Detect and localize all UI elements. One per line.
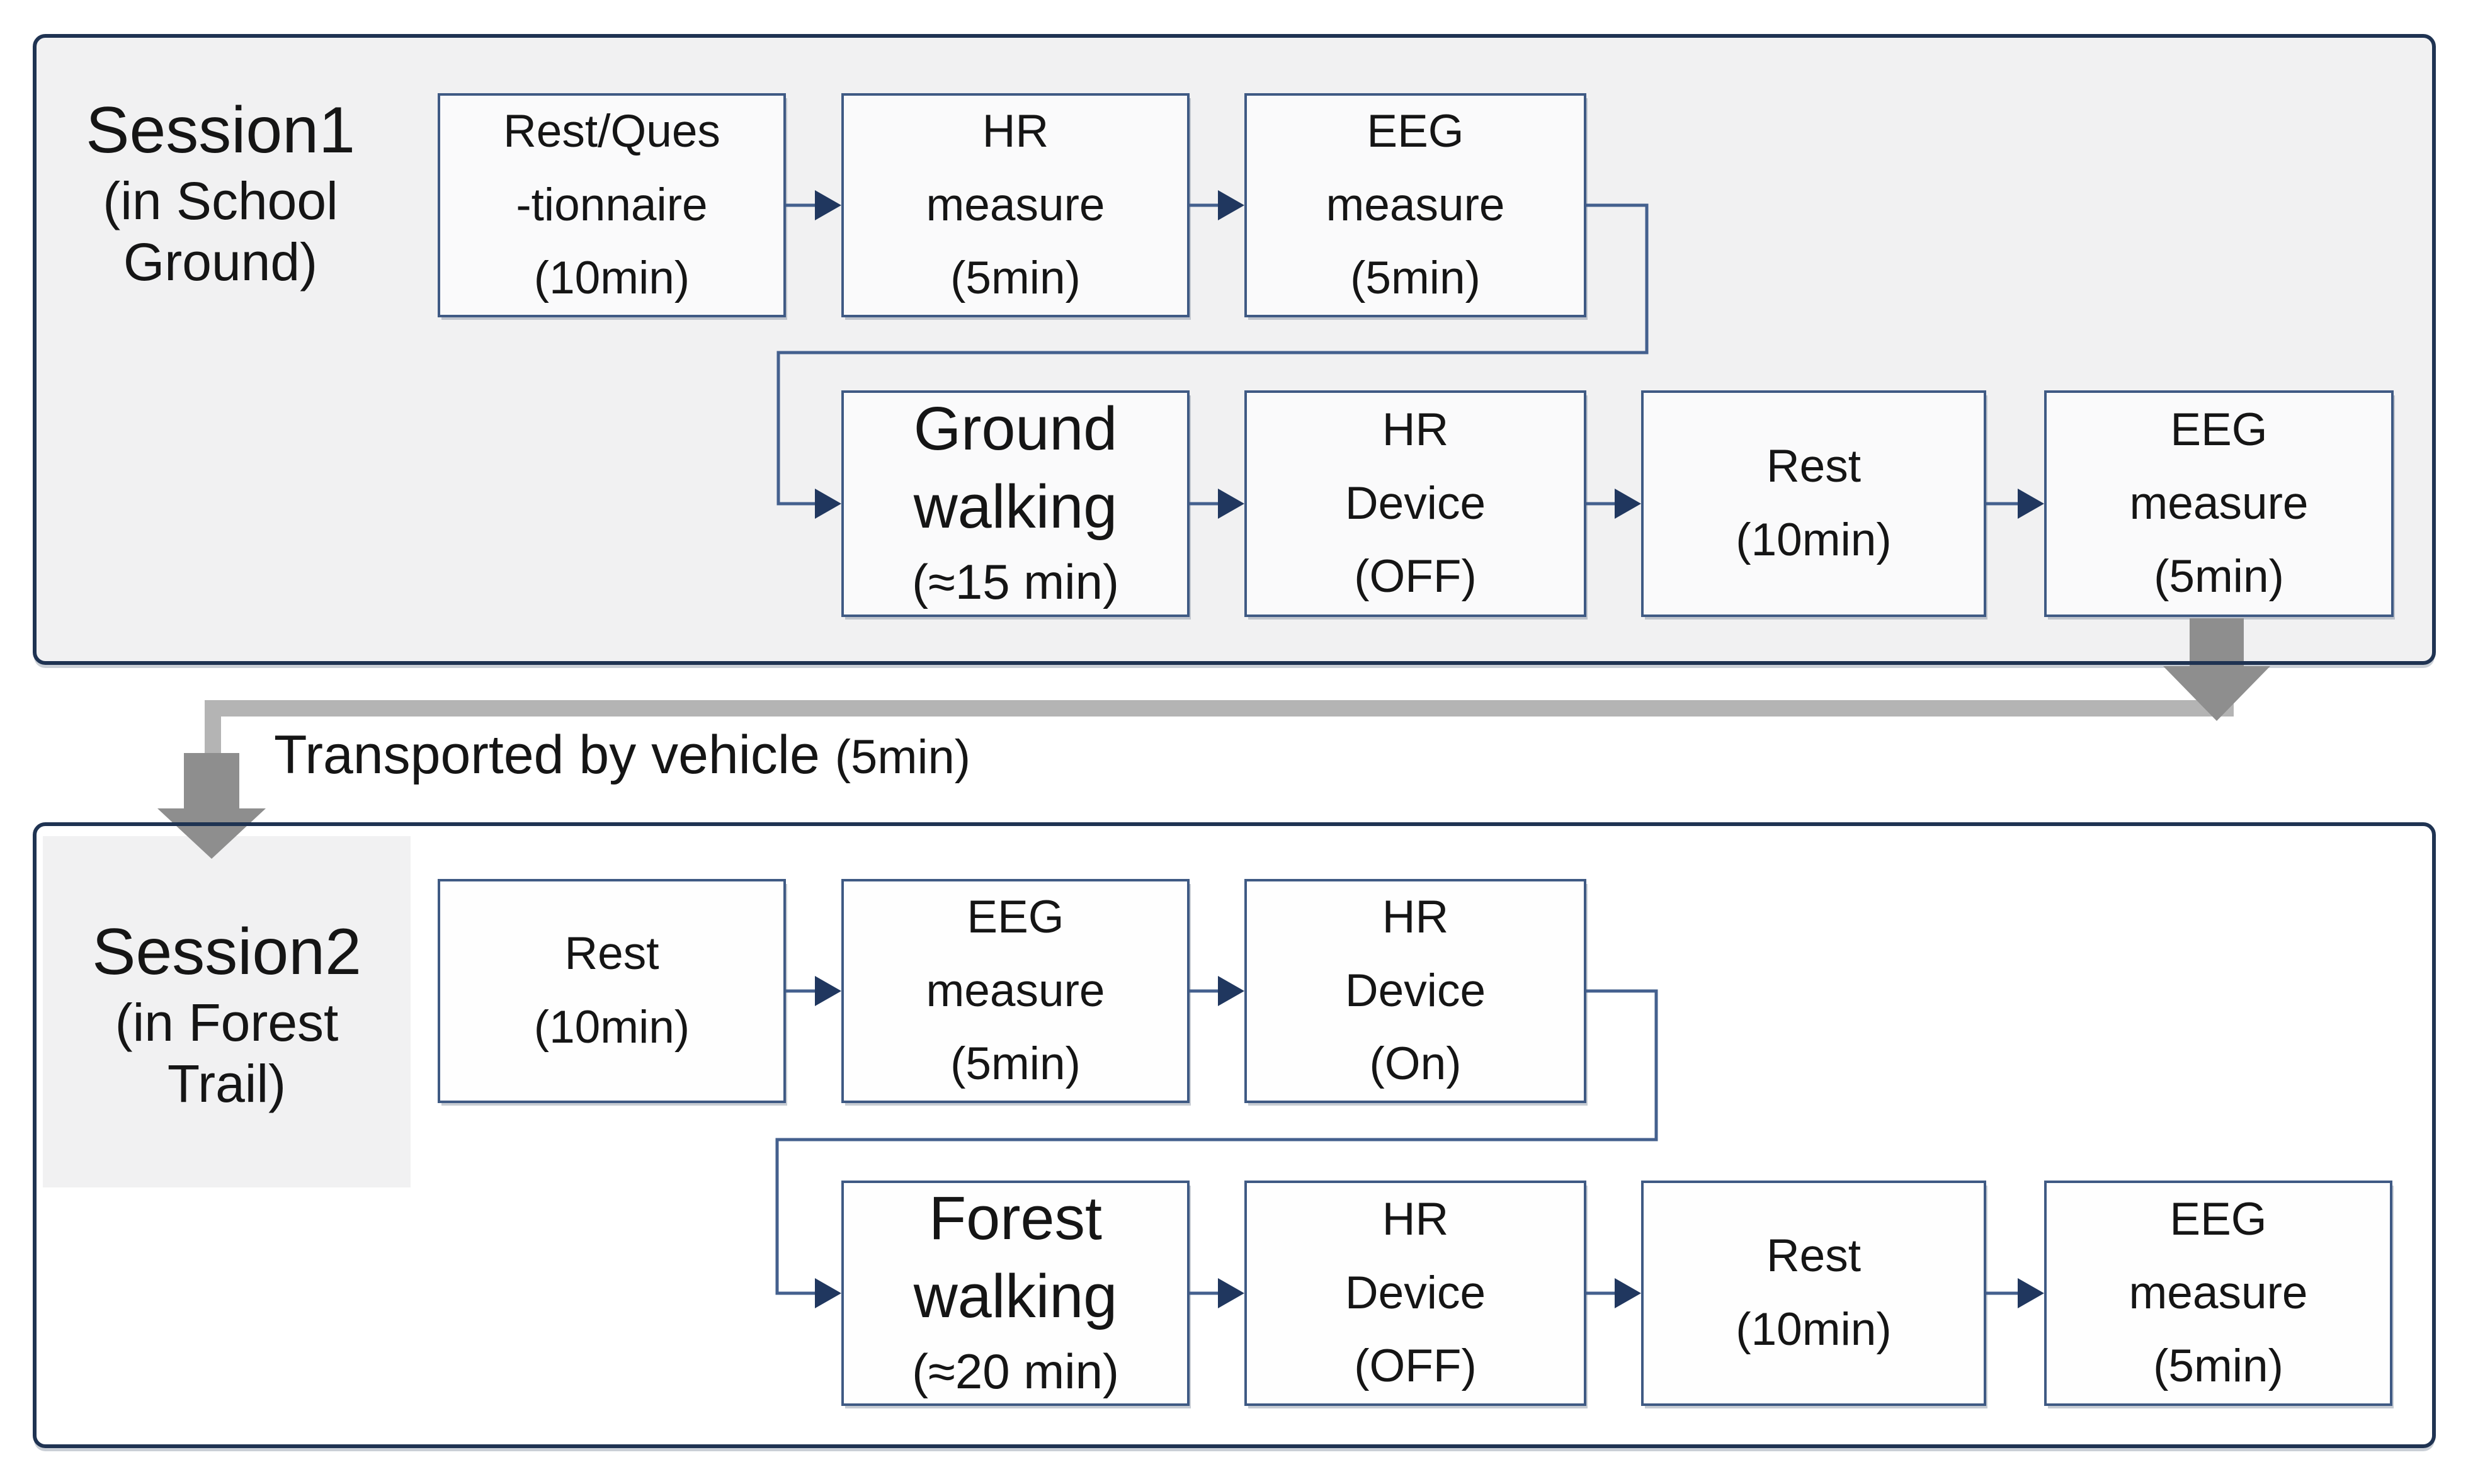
step-line: HR	[982, 105, 1049, 157]
step-box-hr-device-off-s2: HR Device (OFF)	[1244, 1181, 1586, 1406]
session2-label: Session2 (in Forest Trail)	[50, 900, 403, 1127]
step-box-eeg-measure-s1b: EEG measure (5min)	[2044, 390, 2394, 617]
session1-subtitle-line1: (in School	[103, 171, 338, 230]
transport-arrow-down-right-icon	[2163, 666, 2270, 721]
step-duration: (5min)	[2154, 551, 2284, 603]
step-line: Device	[1345, 477, 1486, 529]
step-line: -tionnaire	[516, 179, 708, 230]
session1-label: Session1 (in School Ground)	[60, 88, 381, 296]
step-state: (OFF)	[1354, 1340, 1477, 1392]
step-duration: (5min)	[1350, 252, 1481, 304]
step-state: (OFF)	[1354, 551, 1477, 603]
step-line: Ground	[913, 394, 1118, 463]
step-state: (On)	[1369, 1038, 1462, 1090]
step-duration: (≈20 min)	[912, 1343, 1119, 1399]
session1-subtitle-line2: Ground)	[123, 232, 318, 292]
step-line: HR	[1382, 404, 1449, 455]
step-line: EEG	[2169, 1193, 2267, 1245]
step-line: Device	[1345, 965, 1486, 1016]
step-line: EEG	[967, 891, 1064, 943]
step-duration: (10min)	[1736, 1304, 1892, 1355]
step-line: Rest	[1766, 441, 1862, 492]
transport-label-text: Transported by vehicle	[274, 725, 835, 785]
step-box-hr-device-off-s1: HR Device (OFF)	[1244, 390, 1586, 617]
step-line: Rest/Ques	[503, 105, 720, 157]
step-line: Rest	[1766, 1230, 1862, 1282]
step-line: measure	[926, 179, 1105, 230]
step-box-hr-device-on: HR Device (On)	[1244, 879, 1586, 1103]
step-line: walking	[913, 1262, 1118, 1331]
step-line: EEG	[2170, 404, 2268, 455]
session2-subtitle-line1: (in Forest	[115, 993, 339, 1052]
step-line: measure	[1326, 179, 1505, 230]
step-duration: (5min)	[2153, 1340, 2283, 1392]
step-box-rest-s2a: Rest (10min)	[438, 879, 786, 1103]
step-line: Forest	[929, 1184, 1102, 1253]
transport-label-duration: (5min)	[834, 730, 971, 784]
step-line: HR	[1382, 891, 1449, 943]
transport-label: Transported by vehicle (5min)	[274, 724, 970, 786]
step-box-eeg-measure-s1a: EEG measure (5min)	[1244, 93, 1586, 317]
transport-bar	[205, 700, 2234, 717]
step-line: HR	[1382, 1193, 1449, 1245]
step-line: Rest	[564, 928, 659, 980]
step-box-rest-s2b: Rest (10min)	[1641, 1181, 1986, 1406]
step-box-ground-walking: Ground walking (≈15 min)	[841, 390, 1190, 617]
step-duration: (10min)	[533, 252, 690, 304]
session1-title: Session1	[86, 94, 355, 167]
step-duration: (5min)	[950, 252, 1081, 304]
step-line: walking	[913, 472, 1118, 541]
step-box-forest-walking: Forest walking (≈20 min)	[841, 1181, 1190, 1406]
step-box-rest-questionnaire: Rest/Ques -tionnaire (10min)	[438, 93, 786, 317]
step-duration: (10min)	[1736, 514, 1892, 565]
step-duration: (5min)	[950, 1038, 1081, 1090]
step-box-rest-s1: Rest (10min)	[1641, 390, 1986, 617]
step-line: EEG	[1367, 105, 1464, 157]
step-box-eeg-measure-s2b: EEG measure (5min)	[2044, 1181, 2392, 1406]
step-line: measure	[2129, 1267, 2308, 1318]
step-line: measure	[926, 965, 1105, 1016]
step-line: measure	[2129, 477, 2309, 529]
session2-title: Session2	[92, 915, 361, 989]
step-line: Device	[1345, 1267, 1486, 1318]
step-box-eeg-measure-s2a: EEG measure (5min)	[841, 879, 1190, 1103]
transport-arrow-down-left-shaft	[184, 753, 239, 808]
step-duration: (10min)	[533, 1002, 690, 1053]
transport-bar-corner	[205, 700, 221, 754]
session2-subtitle-line2: Trail)	[167, 1054, 287, 1114]
step-duration: (≈15 min)	[912, 553, 1119, 609]
step-box-hr-measure-s1: HR measure (5min)	[841, 93, 1190, 317]
session2-label-background	[43, 836, 411, 1187]
